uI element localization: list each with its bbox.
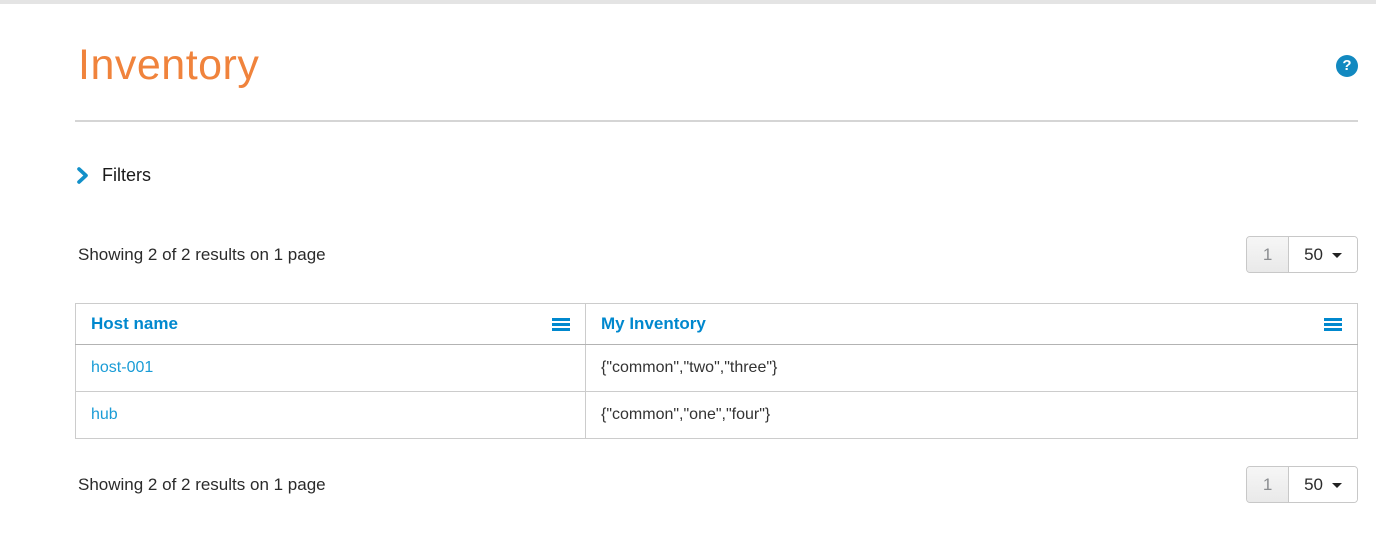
inventory-page: Inventory ? Filters Showing 2 of 2 resul… [75,4,1358,503]
page-title: Inventory [78,41,260,89]
page-size-dropdown[interactable]: 50 [1289,237,1357,272]
pagination-bottom: 1 50 [1246,466,1358,503]
top-border-strip [0,0,1376,4]
results-bar-top: Showing 2 of 2 results on 1 page 1 50 [75,236,1358,273]
inventory-value-cell: {"common","two","three"} [585,344,1358,392]
results-bar-bottom: Showing 2 of 2 results on 1 page 1 50 [75,466,1358,503]
host-name-cell: host-001 [75,344,586,392]
host-link[interactable]: host-001 [91,359,154,376]
chevron-right-icon [77,167,89,184]
filters-label: Filters [102,165,151,185]
column-header-label[interactable]: Host name [91,314,178,333]
filters-toggle[interactable]: Filters [75,165,151,186]
column-header-my-inventory: My Inventory [585,303,1358,345]
table-header-row: Host name My Inventory [75,303,1358,345]
page-number-button[interactable]: 1 [1247,237,1290,272]
caret-down-icon [1332,483,1342,488]
column-header-host-name: Host name [75,303,586,345]
results-count-text: Showing 2 of 2 results on 1 page [78,474,326,494]
help-icon[interactable]: ? [1336,54,1358,77]
page-size-value: 50 [1304,474,1323,494]
inventory-value-cell: {"common","one","four"} [585,391,1358,439]
column-menu-icon[interactable] [552,316,570,333]
host-link[interactable]: hub [91,406,118,423]
table-row: hub {"common","one","four"} [75,391,1358,439]
page-size-value: 50 [1304,244,1323,264]
inventory-table: Host name My Inventory host-001 {"common… [75,303,1358,439]
column-menu-icon[interactable] [1324,316,1342,333]
page-size-dropdown[interactable]: 50 [1289,467,1357,502]
results-count-text: Showing 2 of 2 results on 1 page [78,244,326,264]
host-name-cell: hub [75,391,586,439]
table-row: host-001 {"common","two","three"} [75,344,1358,392]
caret-down-icon [1332,253,1342,258]
column-header-label[interactable]: My Inventory [601,314,706,333]
page-header: Inventory ? [75,4,1358,87]
page-number-button[interactable]: 1 [1247,467,1290,502]
title-divider [75,120,1358,122]
pagination-top: 1 50 [1246,236,1358,273]
